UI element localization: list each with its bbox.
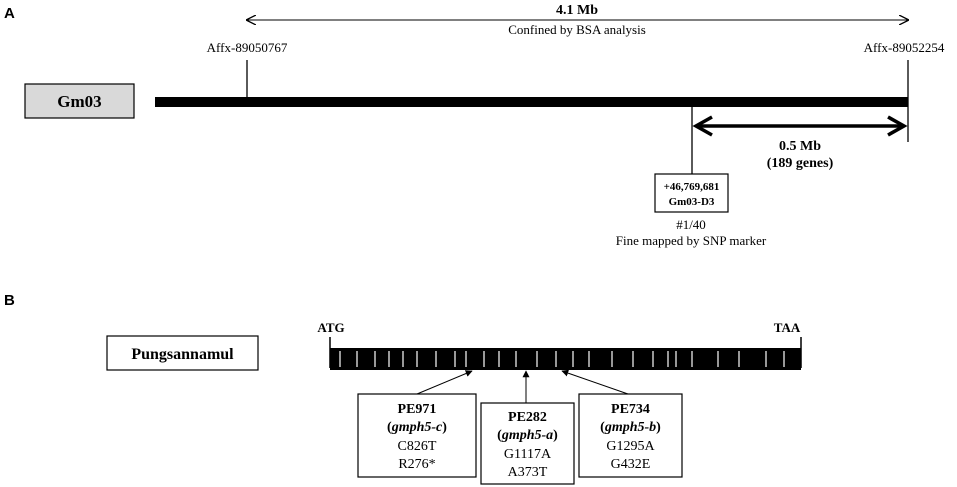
cultivar-label: Pungsannamul [131, 346, 234, 363]
chromosome-label: Gm03 [57, 92, 101, 111]
mutant-name: PE971 [398, 402, 437, 417]
snp-position: +46,769,681 [664, 181, 720, 193]
chromosome-label-box [24, 83, 135, 119]
mutant-box-pe971: PE971 (gmph5-c) C826T R276* [357, 393, 477, 478]
mutant-box-pe734: PE734 (gmph5-b) G1295A G432E [578, 393, 683, 478]
mutant-allele: (gmph5-c) [387, 420, 447, 435]
mutant-name: PE734 [611, 402, 650, 417]
sub-span-label: 0.5 Mb [779, 139, 821, 154]
snp-count: #1/40 [676, 217, 706, 232]
span-label: 4.1 Mb [556, 3, 598, 18]
sub-span-arrowhead-left [692, 115, 713, 137]
marker-left-label: Affx-89050767 [207, 40, 288, 55]
start-codon: ATG [317, 320, 344, 335]
panel-b-label: B [4, 292, 15, 309]
panel-a-label: A [4, 5, 15, 22]
snp-marker-box [654, 173, 729, 213]
chromosome-bar [155, 97, 908, 107]
snp-caption: Fine mapped by SNP marker [616, 233, 767, 248]
mutant-name: PE282 [508, 410, 547, 425]
mutation-arrow-pe971 [416, 370, 473, 395]
span-caption: Confined by BSA analysis [508, 22, 646, 37]
snp-marker-name: Gm03-D3 [669, 196, 715, 208]
sub-span-arrowhead-right [887, 115, 908, 137]
mutant-snp: C826T [398, 439, 437, 454]
mutant-allele: (gmph5-b) [600, 420, 661, 435]
marker-right-label: Affx-89052254 [864, 40, 945, 55]
gene-body [330, 348, 801, 370]
mutant-allele: (gmph5-a) [497, 428, 558, 443]
mutant-snp: G1295A [606, 439, 655, 454]
mutant-aa-change: R276* [398, 457, 435, 472]
stop-codon: TAA [774, 320, 801, 335]
cultivar-box [106, 335, 259, 371]
mutation-arrow-pe734 [561, 369, 629, 395]
mutant-box-pe282: PE282 (gmph5-a) G1117A A373T [480, 402, 575, 485]
mutant-snp: G1117A [504, 447, 552, 462]
exon-separators [339, 351, 785, 367]
sub-span-genes: (189 genes) [767, 156, 834, 171]
mutant-aa-change: G432E [611, 457, 651, 472]
mutant-aa-change: A373T [508, 465, 548, 480]
